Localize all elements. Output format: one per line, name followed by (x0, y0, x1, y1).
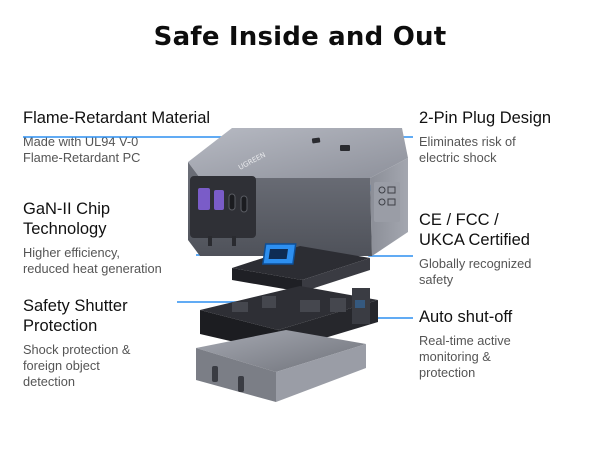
shutter-indicator (355, 300, 365, 308)
desc-line: Eliminates risk of (419, 134, 516, 149)
feature-description: Higher efficiency, reduced heat generati… (23, 245, 213, 277)
feature-description: Shock protection & foreign object detect… (23, 342, 213, 390)
plug-pin-slot (311, 137, 321, 144)
heading-line: GaN-II Chip (23, 200, 111, 218)
cert-symbol-icon (378, 186, 386, 194)
gan-chip-die (268, 249, 289, 259)
tray-side (276, 344, 366, 402)
heading-line: Safety Shutter (23, 297, 128, 315)
desc-line: monitoring & (419, 349, 491, 364)
cert-symbol-icon (387, 198, 396, 206)
feature-heading: CE / FCC / UKCA Certified (419, 210, 599, 250)
tray-prong (238, 376, 244, 392)
usb-c-port (228, 193, 236, 211)
certification-marks (374, 182, 400, 222)
feature-heading: 2-Pin Plug Design (419, 109, 552, 127)
housing-top (188, 128, 408, 178)
desc-line: safety (419, 272, 454, 287)
pcb-top (200, 286, 378, 330)
desc-line: Flame-Retardant PC (23, 150, 141, 165)
tray-prong (212, 366, 218, 382)
feature-2-pin-plug: 2-Pin Plug Design Eliminates risk of ele… (419, 108, 599, 166)
desc-line: Made with UL94 V-0 (23, 134, 139, 149)
desc-line: foreign object (23, 358, 100, 373)
plug-pin-slot (340, 145, 350, 151)
usb-a-port (198, 188, 210, 210)
pcb-component (300, 300, 320, 312)
heading-line: Protection (23, 317, 98, 335)
bottom-tray (196, 330, 366, 402)
feature-description: Real-time active monitoring & protection (419, 333, 599, 381)
feature-safety-shutter: Safety Shutter Protection Shock protecti… (23, 296, 213, 390)
charger-housing: UGREEN (188, 128, 408, 256)
desc-line: detection (23, 374, 75, 389)
desc-line: Shock protection & (23, 342, 131, 357)
gan-chip-module (232, 243, 370, 292)
pcb-component (330, 298, 346, 312)
desc-line: Higher efficiency, (23, 245, 120, 260)
chip-board (232, 246, 370, 280)
feature-certifications: CE / FCC / UKCA Certified Globally recog… (419, 210, 599, 288)
usb-c-port (240, 195, 248, 213)
chip-board-edge (232, 268, 302, 292)
pcb-component (262, 296, 276, 308)
housing-foot (232, 236, 236, 246)
feature-heading: Safety Shutter Protection (23, 296, 213, 336)
heading-line: UKCA Certified (419, 231, 530, 249)
desc-line: Real-time active (419, 333, 511, 348)
page-title: Safe Inside and Out (153, 22, 447, 52)
feature-heading: Flame-Retardant Material (23, 109, 211, 127)
feature-heading: GaN-II Chip Technology (23, 199, 213, 239)
usb-a-port (214, 190, 224, 210)
tray-top (196, 330, 366, 372)
desc-line: Globally recognized (419, 256, 532, 271)
feature-auto-shutoff: Auto shut-off Real-time active monitorin… (419, 307, 599, 381)
desc-line: reduced heat generation (23, 261, 162, 276)
feature-description: Globally recognized safety (419, 256, 599, 288)
cert-symbol-icon (387, 186, 396, 194)
heading-line: Technology (23, 220, 107, 238)
desc-line: protection (419, 365, 476, 380)
cert-symbol-icon (378, 198, 386, 206)
chip-board-edge (302, 258, 370, 292)
tray-front (196, 348, 276, 402)
feature-flame-retardant: Flame-Retardant Material Made with UL94 … (23, 108, 263, 166)
heading-line: CE / FCC / (419, 211, 499, 229)
shutter-block (352, 288, 370, 324)
pcb-component (232, 302, 248, 312)
feature-description: Eliminates risk of electric shock (419, 134, 599, 166)
feature-description: Made with UL94 V-0 Flame-Retardant PC (23, 134, 263, 166)
desc-line: electric shock (419, 150, 497, 165)
feature-gan-chip: GaN-II Chip Technology Higher efficiency… (23, 199, 213, 277)
housing-foot (208, 236, 212, 246)
feature-heading: Auto shut-off (419, 308, 513, 326)
